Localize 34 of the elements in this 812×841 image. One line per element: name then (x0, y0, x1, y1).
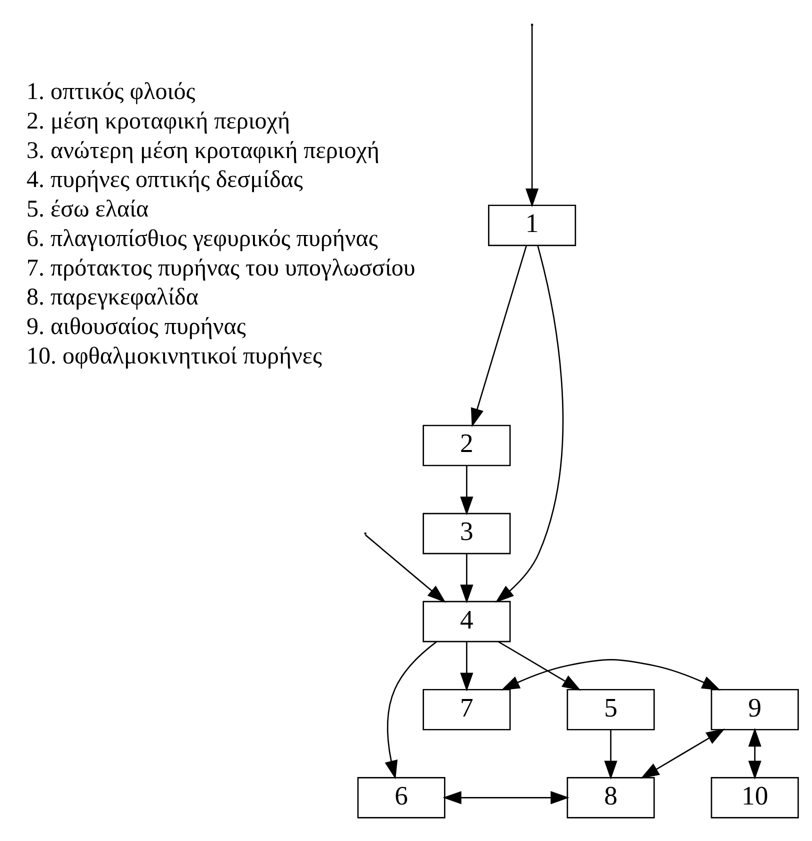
label: 10. οφθαλμοκινητικοί πυρήνες (26, 342, 322, 369)
node-box: 5 (566, 688, 655, 730)
label: 5. έσω ελαία (26, 196, 149, 222)
label: 6. πλαγιοπίσθιος γεφυρικός πυρήνας (26, 225, 378, 252)
label: 9. αιθουσαίος πυρήνας (26, 313, 246, 340)
arrow (500, 658, 721, 690)
node-box: 4 (422, 600, 511, 642)
node-box: 7 (422, 688, 511, 730)
arrow (748, 727, 762, 779)
arrow (604, 729, 618, 779)
node-box: 6 (357, 776, 446, 818)
arrow (442, 790, 570, 804)
label: 7. πρότακτος πυρήνας του υπογλωσσίου (26, 254, 416, 281)
arrow (460, 641, 474, 691)
node-box: 9 (710, 688, 799, 730)
arrow (498, 640, 581, 690)
node-box: 2 (422, 424, 511, 466)
node-box: 3 (422, 512, 511, 554)
label: 8. παρεγκεφαλίδα (26, 284, 198, 310)
arrow (470, 244, 528, 427)
arrow (495, 244, 564, 602)
label: 3. ανώτερη μέση κροταφική περιοχή (26, 137, 380, 164)
label: 4. πυρήνες οπτικής δεσμίδας (26, 166, 303, 193)
arrow (526, 24, 539, 207)
node-box: 10 (710, 776, 799, 818)
arrow (364, 534, 446, 602)
label: 1. οπτικός φλοιός (26, 78, 196, 105)
arrow (640, 728, 725, 778)
arrow (460, 553, 474, 603)
node-box: 8 (566, 776, 655, 818)
node-box: 1 (488, 204, 576, 246)
arrow (384, 640, 437, 779)
label: 2. μέση κροταφική περιοχή (26, 108, 290, 134)
arrow (460, 465, 474, 515)
